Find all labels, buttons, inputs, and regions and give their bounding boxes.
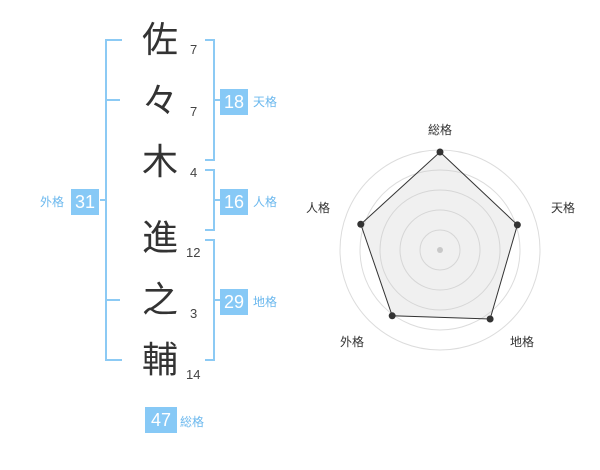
gaikaku-value-badge: 31 xyxy=(71,189,99,215)
chikaku-value-badge: 29 xyxy=(220,289,248,315)
gaikaku-label: 外格 xyxy=(40,195,65,209)
name-char-6: 輔 xyxy=(141,340,178,381)
radar-point xyxy=(436,148,444,156)
name-char-2: 々 xyxy=(141,81,178,122)
radar-ring xyxy=(359,169,521,331)
tenkaku-value-badge: 18 xyxy=(220,89,248,115)
name-char-1: 佐 xyxy=(141,20,178,61)
radar-grid xyxy=(339,149,541,351)
radar-label-chikaku: 地格 xyxy=(510,334,534,349)
radar-point xyxy=(357,220,365,228)
tenkaku-label: 天格 xyxy=(253,95,278,109)
radar-ring xyxy=(399,209,481,291)
stroke-count-6: 14 xyxy=(186,367,201,382)
stroke-count-2: 7 xyxy=(190,104,198,119)
name-char-4: 進 xyxy=(141,218,178,259)
radar-label-jinkaku: 人格 xyxy=(306,200,330,215)
radar-label-gaikaku: 外格 xyxy=(340,334,364,349)
soukaku-label: 総格 xyxy=(180,415,205,429)
name-char-3: 木 xyxy=(141,142,178,183)
radar-label-tenkaku: 天格 xyxy=(551,200,575,215)
stroke-count-5: 3 xyxy=(190,306,198,321)
stroke-count-1: 7 xyxy=(190,42,198,57)
jinkaku-value-badge: 16 xyxy=(220,189,248,215)
radar-center-dot xyxy=(437,247,443,253)
radar-point xyxy=(486,315,494,323)
stroke-count-4: 12 xyxy=(186,245,201,260)
radar-point xyxy=(388,312,396,320)
chikaku-label: 地格 xyxy=(253,295,278,309)
radar-ring xyxy=(419,229,461,271)
jinkaku-label: 人格 xyxy=(253,195,278,209)
name-char-5: 之 xyxy=(141,280,178,321)
radar-area xyxy=(360,151,518,320)
stroke-count-3: 4 xyxy=(190,165,198,180)
radar-ring xyxy=(379,189,501,311)
radar-point xyxy=(513,221,521,229)
soukaku-value-badge: 47 xyxy=(145,407,177,433)
radar-label-soukaku: 総格 xyxy=(428,122,452,137)
